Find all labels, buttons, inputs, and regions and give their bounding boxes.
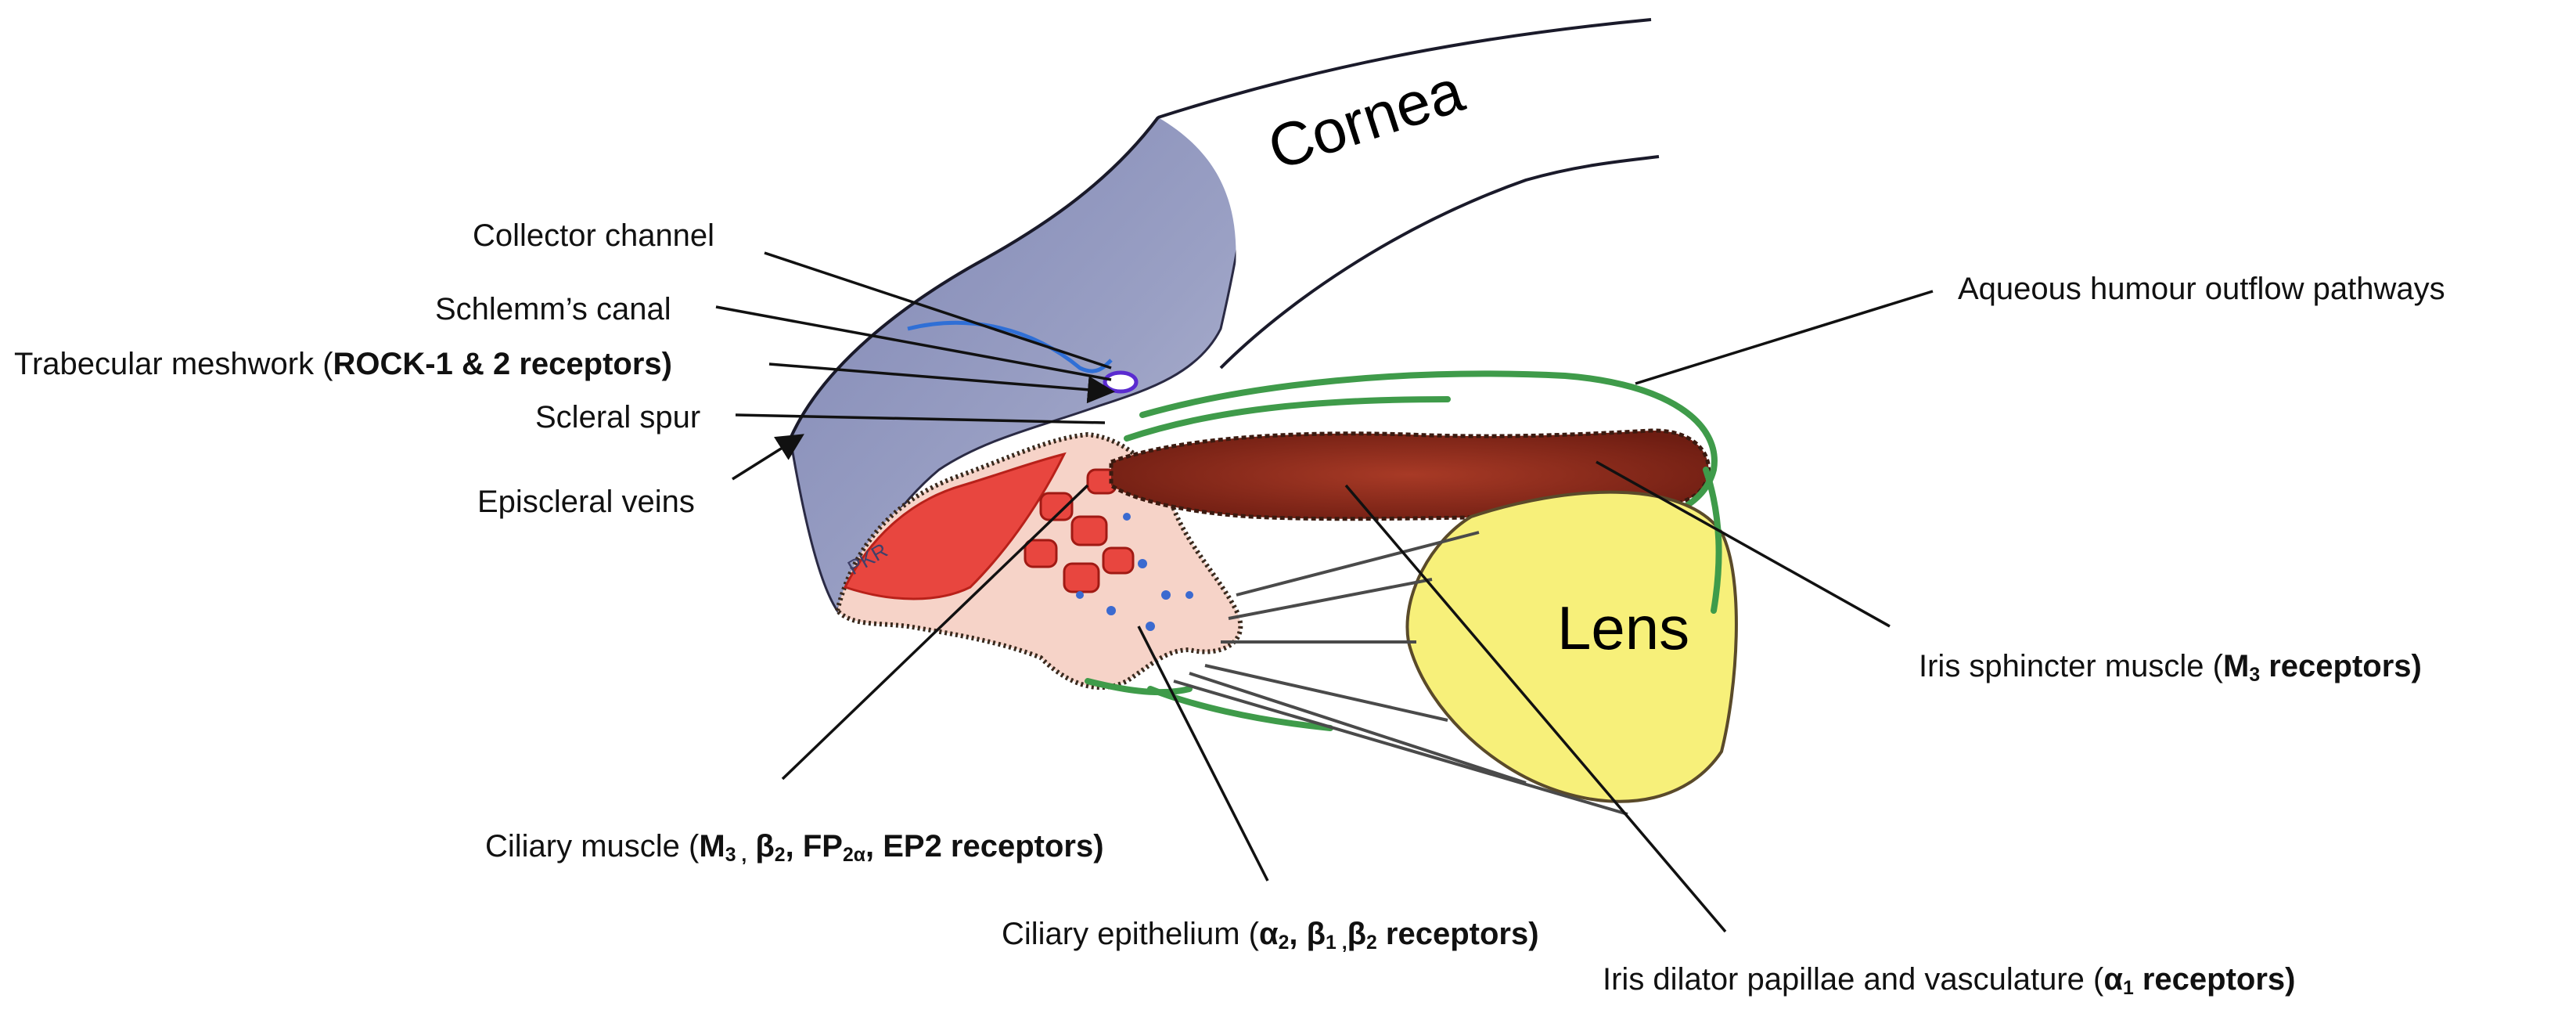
collector-channel-label: Collector channel bbox=[473, 218, 715, 253]
ciliary-vessels bbox=[1076, 513, 1193, 631]
schlemms-canal bbox=[1103, 370, 1139, 394]
cornea-outer-edge bbox=[1157, 18, 1652, 119]
leader-iris-sphincter bbox=[1596, 460, 1891, 628]
leader-ciliary-epithelium bbox=[1137, 626, 1269, 882]
zonular-fibres bbox=[1173, 531, 1628, 816]
ciliary-epithelium-label: Ciliary epithelium (α2, β1 ,β2 receptors… bbox=[1002, 917, 1539, 954]
lens-label: Lens bbox=[1557, 593, 1690, 662]
ciliary-muscle-cells bbox=[1024, 468, 1135, 593]
schlemms-canal-label: Schlemm’s canal bbox=[435, 292, 671, 326]
aqueous-outflow-label: Aqueous humour outflow pathways bbox=[1958, 272, 2445, 306]
leader-lines bbox=[715, 251, 1934, 933]
zonules-and-outflow-lines bbox=[1085, 370, 1718, 731]
leader-aqueous-outflow bbox=[1635, 290, 1934, 385]
leader-iris-dilator bbox=[1344, 484, 1727, 933]
ciliary-muscle-region bbox=[843, 452, 1067, 600]
episcleral-veins-label: Episcleral veins bbox=[477, 485, 695, 519]
iris-sphincter-label: Iris sphincter muscle (M3 receptors) bbox=[1919, 649, 2422, 687]
trabecular-meshwork-label: Trabecular meshwork (ROCK-1 & 2 receptor… bbox=[14, 347, 672, 381]
ciliary-muscle-label: Ciliary muscle (M3 , β2, FP2α, EP2 recep… bbox=[485, 829, 1104, 867]
cornea-inner-edge bbox=[1219, 155, 1660, 370]
leader-schlemms-canal bbox=[715, 305, 1112, 381]
leader-ciliary-muscle bbox=[781, 484, 1089, 781]
leader-trabecular bbox=[768, 362, 1115, 404]
leader-episcleral-veins bbox=[732, 434, 804, 481]
cornea-region bbox=[1158, 20, 1659, 360]
leader-collector-channel bbox=[764, 251, 1112, 370]
lens-capsule-green bbox=[1703, 467, 1722, 614]
scleral-spur-label: Scleral spur bbox=[535, 400, 701, 434]
leader-scleral-spur bbox=[735, 413, 1106, 424]
sclera-outer-edge bbox=[789, 116, 1160, 439]
iris-dilator-label: Iris dilator papillae and vasculature (α… bbox=[1603, 962, 2296, 1000]
